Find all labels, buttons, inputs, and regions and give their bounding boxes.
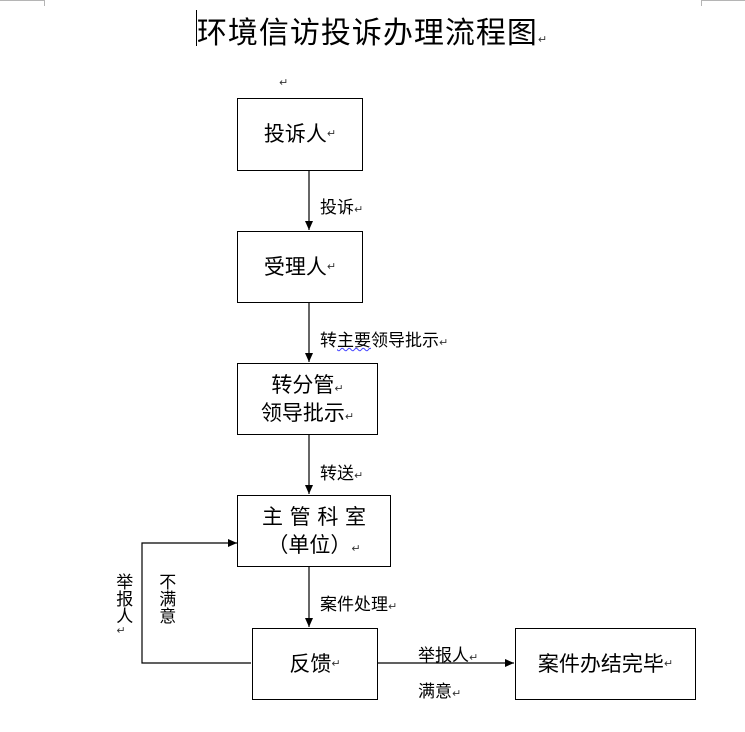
node-closed-label: 案件办结完毕 [537,651,664,676]
edge-label-case-handling: 案件处理↵ [320,595,398,615]
paragraph-mark: ↵ [537,33,549,46]
node-responsible-dept[interactable]: 主 管 科 室 （单位）↵ [237,495,391,567]
arrow-feedback-loop-back [141,539,251,664]
edge-label-satisfied: 满意↵ [418,682,462,702]
node-complainant-label: 投诉人 [263,122,327,147]
node-feedback-label: 反馈 [289,651,332,676]
text-cursor [196,10,197,46]
paragraph-mark: ↵ [663,656,674,670]
node-receiver[interactable]: 受理人↵ [237,231,363,303]
node-receiver-label: 受理人 [263,254,327,279]
page-title-text: 环境信访投诉办理流程图 [196,16,538,51]
spellcheck-underline: 主要 [337,331,371,351]
node-leader-approval[interactable]: 转分管↵ 领导批示↵ [237,363,378,435]
node-leader-line: 领导批示↵ [260,401,355,425]
loop-label-not-satisfied: 不满意 [155,573,176,624]
page-title[interactable]: 环境信访投诉办理流程图↵ [0,8,745,52]
paragraph-mark: ↵ [279,76,289,89]
edge-label-complain: 投诉↵ [320,198,364,218]
loop-label-reporter: 举报人 ↵ [112,573,133,637]
paragraph-mark: ↵ [326,127,337,141]
node-dept-line: （单位）↵ [267,533,361,557]
edge-label-reporter: 举报人↵ [418,646,479,666]
edge-label-forward: 转送↵ [320,464,364,484]
page-corner-mark [44,0,45,6]
node-leader-line: 转分管↵ [271,372,344,397]
node-dept-line: 主 管 科 室 [261,504,367,529]
page-corner-mark [0,0,44,1]
paragraph-mark: ↵ [331,656,341,670]
edge-label-forward-main-leader: 转主要领导批示↵ [320,331,449,351]
page-corner-mark [701,0,702,6]
node-complainant[interactable]: 投诉人↵ [237,98,363,171]
paragraph-mark: ↵ [326,259,337,273]
node-case-closed[interactable]: 案件办结完毕↵ [515,628,696,700]
node-feedback[interactable]: 反馈↵ [252,628,378,700]
page-corner-mark [701,0,745,1]
